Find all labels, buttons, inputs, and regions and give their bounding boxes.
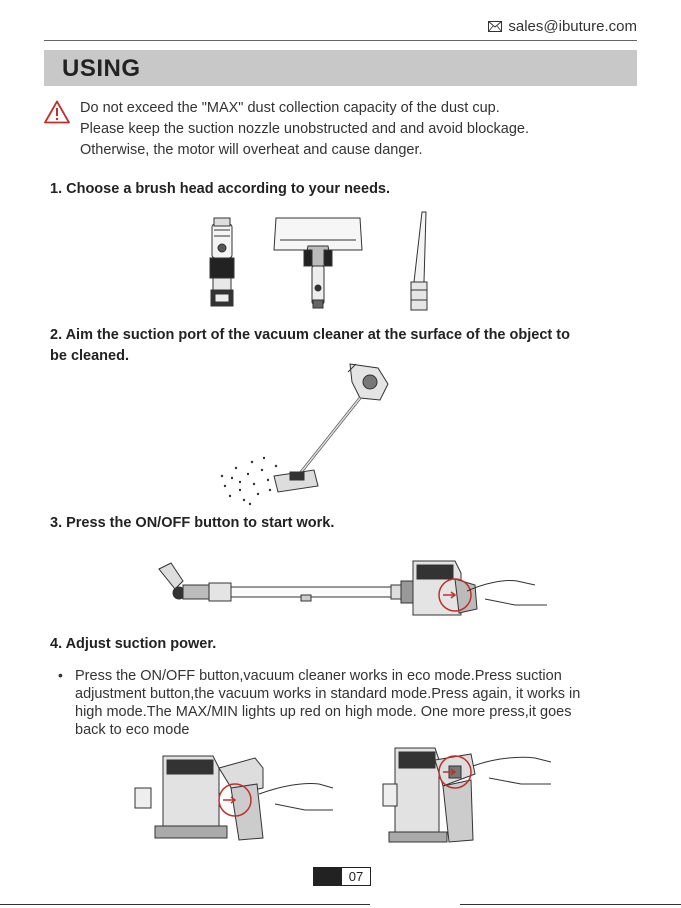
suction-adjust-rear-illustration xyxy=(382,747,552,843)
dust-particles xyxy=(220,456,278,506)
page-number-fill xyxy=(314,868,342,885)
bullet-line-3: high mode.The MAX/MIN lights up red on h… xyxy=(75,704,572,720)
bottom-divider-right xyxy=(460,904,681,905)
step-2-heading-line-2: be cleaned. xyxy=(50,348,129,364)
bullet-line-4: back to eco mode xyxy=(75,722,190,738)
page-number: 07 xyxy=(348,869,364,884)
small-brush-icon xyxy=(209,217,235,307)
vacuum-floor-cleaning-illustration xyxy=(220,363,389,506)
bullet-line-2: adjustment button,the vacuum works in st… xyxy=(75,686,581,702)
step-2-heading-line-1: 2. Aim the suction port of the vacuum cl… xyxy=(50,327,570,343)
top-divider xyxy=(44,40,637,41)
step-3-heading: 3. Press the ON/OFF button to start work… xyxy=(50,515,335,531)
section-title: USING xyxy=(62,55,141,82)
warning-line-1: Do not exceed the "MAX" dust collection … xyxy=(80,100,500,116)
bullet-dot: • xyxy=(58,667,63,683)
bottom-divider-left xyxy=(0,904,370,905)
suction-adjust-side-illustration xyxy=(134,755,334,841)
vacuum-on-off-illustration xyxy=(158,560,547,616)
step-4-heading: 4. Adjust suction power. xyxy=(50,636,217,652)
header-email[interactable]: sales@ibuture.com xyxy=(488,18,637,35)
brush-heads-illustration xyxy=(209,211,428,311)
step-1-heading: 1. Choose a brush head according to your… xyxy=(50,181,391,197)
page-number-box: 07 xyxy=(313,867,371,886)
email-text: sales@ibuture.com xyxy=(508,18,637,35)
warning-line-2: Please keep the suction nozzle unobstruc… xyxy=(80,121,530,137)
envelope-icon xyxy=(488,21,503,32)
crevice-tool-icon xyxy=(410,211,428,311)
warning-triangle-icon xyxy=(44,100,70,124)
section-header-bar xyxy=(44,50,637,86)
floor-brush-icon xyxy=(273,217,363,309)
bullet-line-1: Press the ON/OFF button,vacuum cleaner w… xyxy=(75,668,562,684)
warning-line-3: Otherwise, the motor will overheat and c… xyxy=(80,142,423,158)
